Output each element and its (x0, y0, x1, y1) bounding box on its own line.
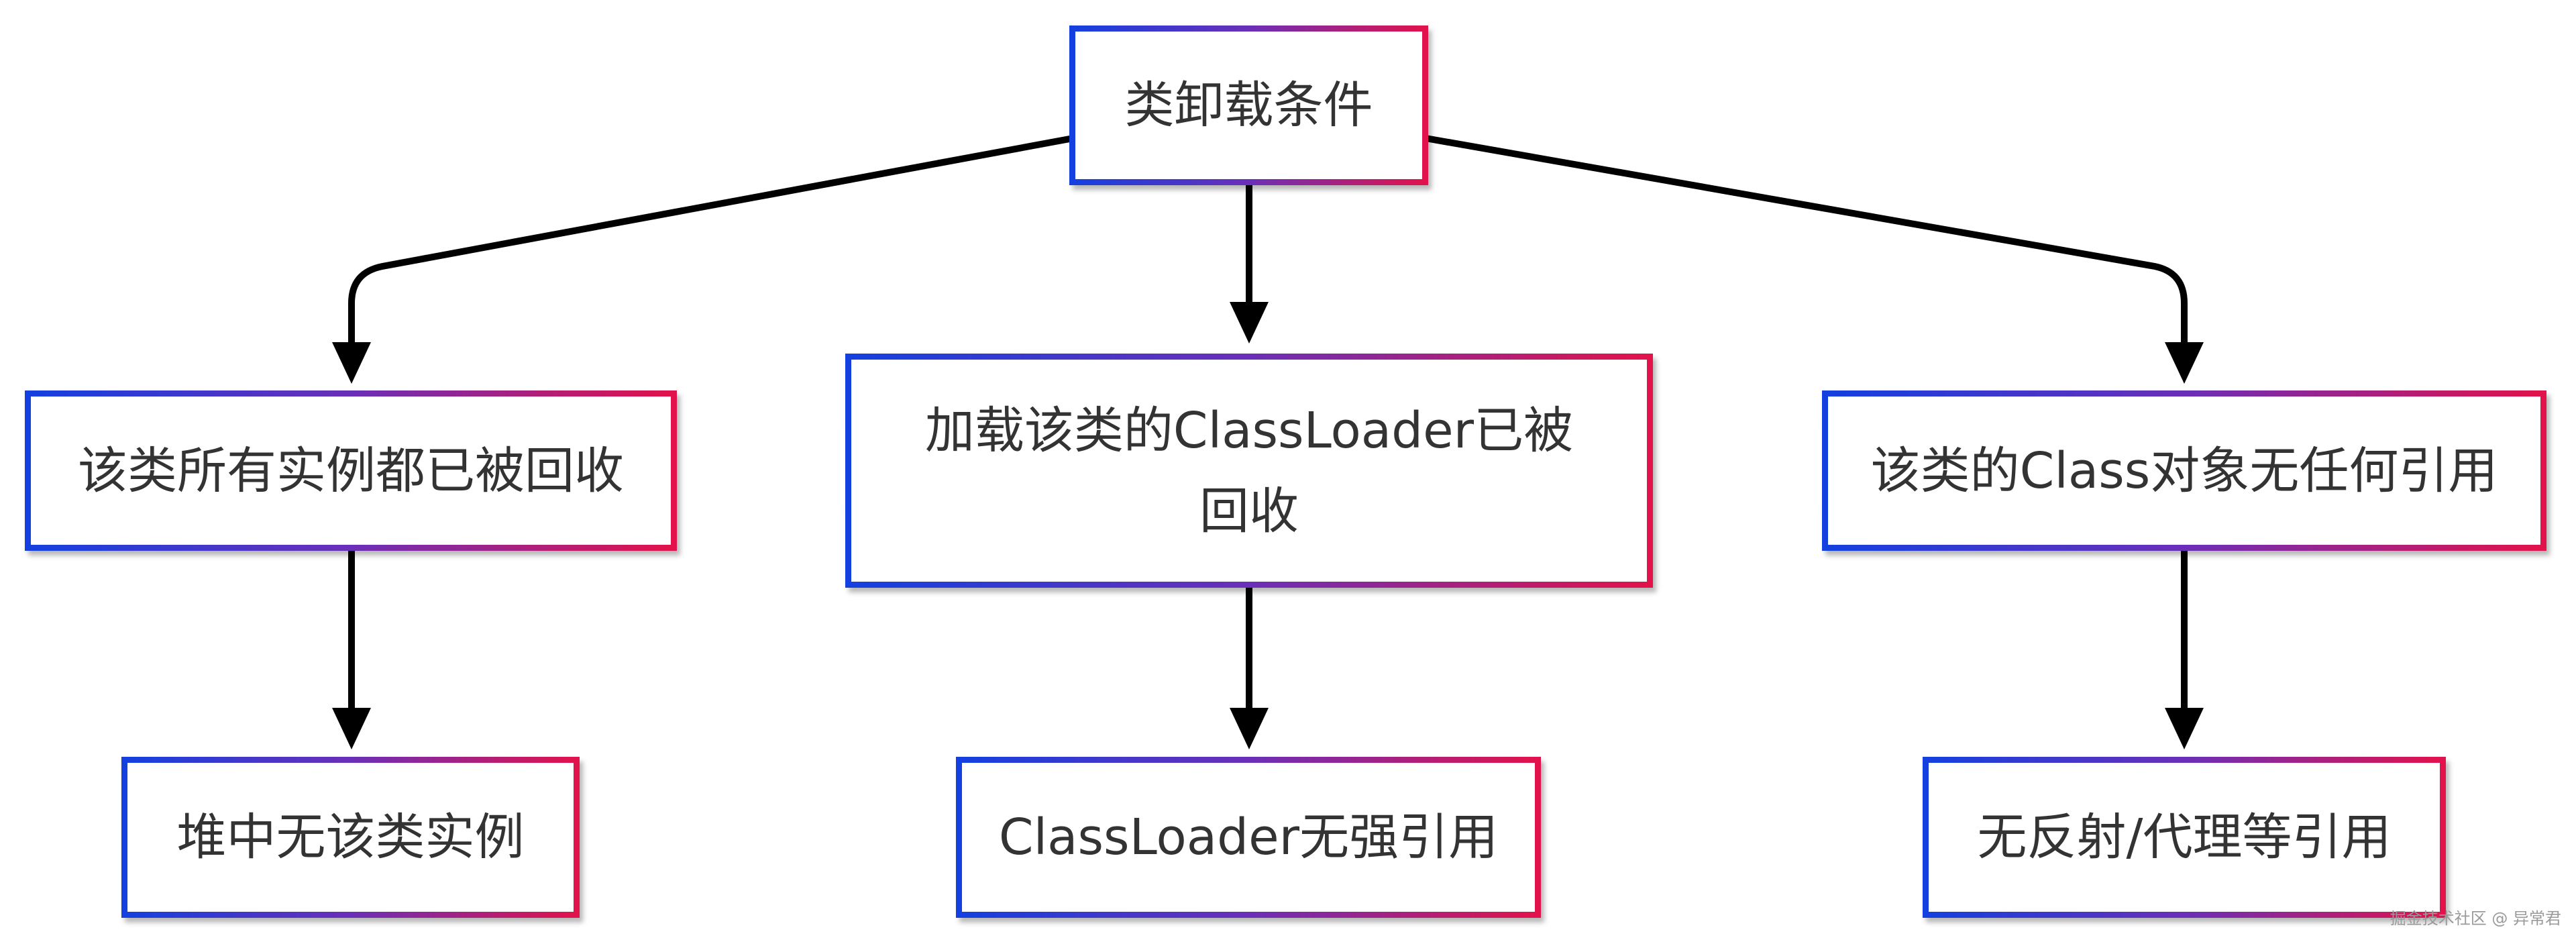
detail-node-1: 堆中无该类实例 (121, 757, 580, 918)
root-node: 类卸载条件 (1069, 25, 1428, 185)
detail-node-2: ClassLoader无强引用 (956, 757, 1541, 918)
detail-node-1-label: 堆中无该类实例 (176, 808, 525, 866)
arrowhead-detail-2 (1230, 708, 1269, 749)
arrowhead-condition-2 (1230, 302, 1269, 344)
condition-node-3: 该类的Class对象无任何引用 (1822, 390, 2546, 551)
edge-root-to-condition-1 (348, 135, 1074, 353)
condition-node-2-label: 加载该类的ClassLoader已被回收 (924, 401, 1574, 540)
arrowhead-condition-3 (2165, 342, 2204, 384)
arrowhead-detail-1 (332, 708, 371, 749)
root-node-label: 类卸载条件 (1124, 76, 1373, 134)
detail-node-3-label: 无反射/代理等引用 (1977, 808, 2392, 866)
watermark: 掘金技术社区 @ 异常君 (2390, 909, 2561, 928)
arrowhead-condition-1 (332, 342, 371, 384)
condition-node-2: 加载该类的ClassLoader已被回收 (845, 354, 1653, 588)
condition-node-3-label: 该类的Class对象无任何引用 (1870, 441, 2498, 500)
detail-node-2-label: ClassLoader无强引用 (998, 808, 1499, 866)
arrowhead-detail-3 (2165, 708, 2204, 749)
condition-node-1-label: 该类所有实例都已被回收 (78, 441, 624, 500)
condition-node-1: 该类所有实例都已被回收 (25, 390, 677, 551)
edge-root-to-condition-3 (1425, 135, 2188, 353)
detail-node-3: 无反射/代理等引用 (1923, 757, 2446, 918)
